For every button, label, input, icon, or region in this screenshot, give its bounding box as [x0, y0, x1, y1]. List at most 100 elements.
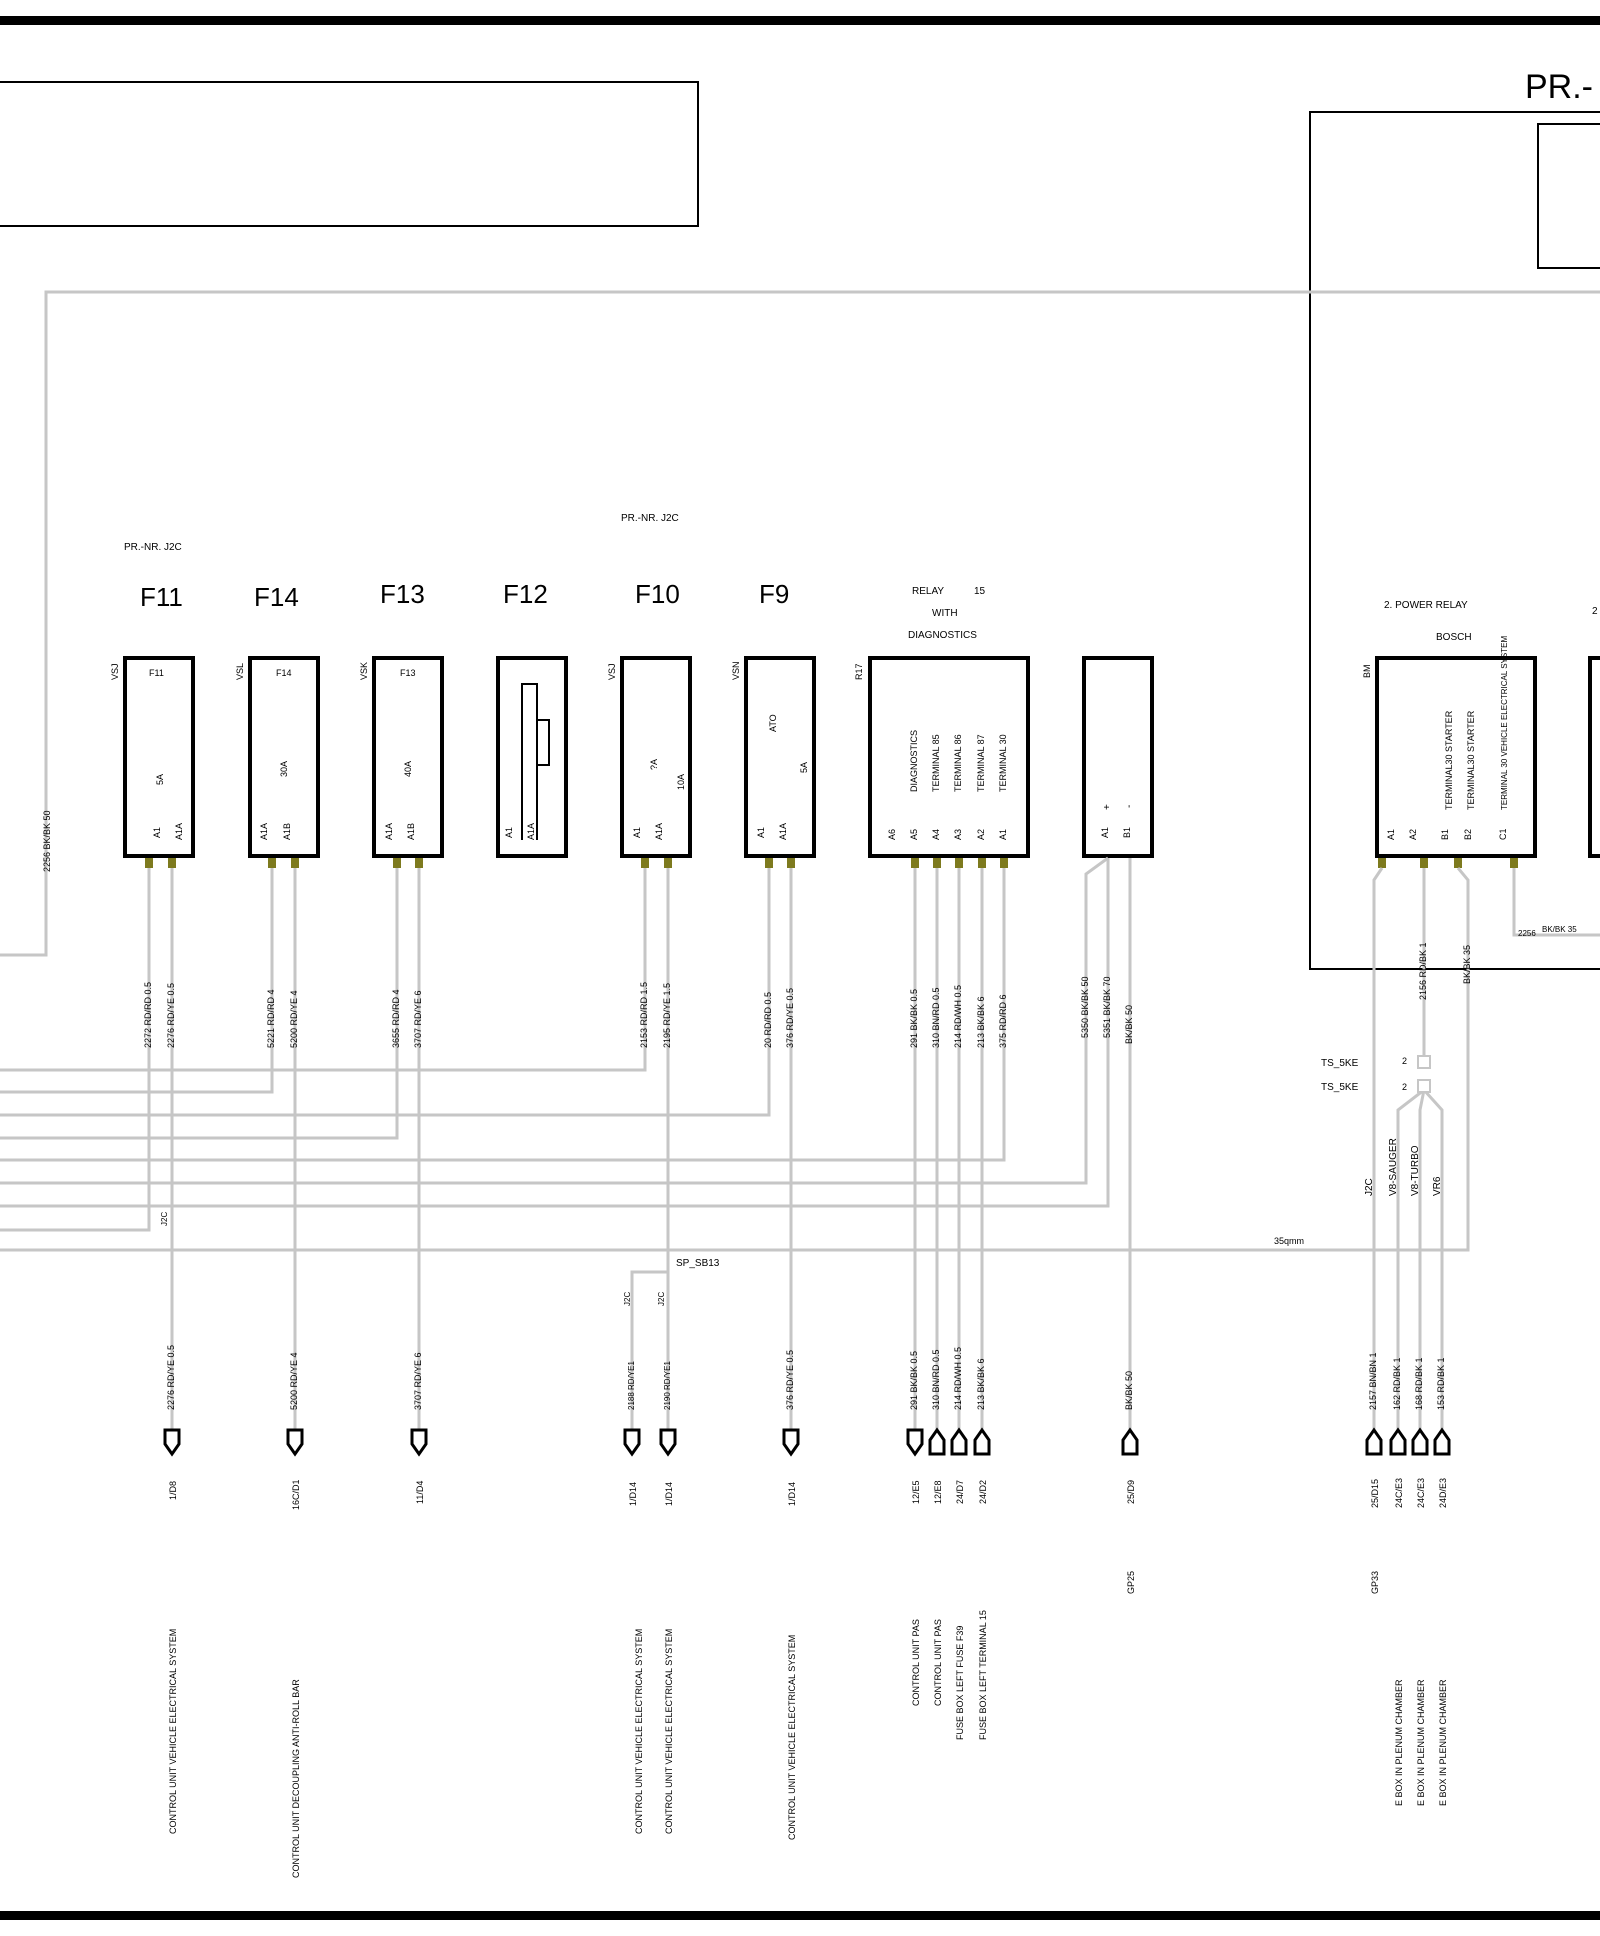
- fuse-f10[interactable]: [620, 656, 692, 858]
- plug-connector[interactable]: [286, 1428, 304, 1457]
- plug-connector[interactable]: [782, 1428, 800, 1457]
- wire-label: 3707 RD/YE 6: [413, 990, 423, 1048]
- power-relay-bosch[interactable]: [1375, 656, 1537, 858]
- fuse-rating-f14: 30A: [279, 761, 289, 777]
- plug-connector[interactable]: [906, 1428, 924, 1457]
- pin-dot: [978, 858, 986, 868]
- pin-f13-b: A1B: [406, 823, 416, 840]
- gb-sign-plus: +: [1102, 804, 1113, 810]
- ref-label: 11/D4: [415, 1481, 425, 1504]
- power-relay-group-frame: [1309, 111, 1600, 970]
- fuse-rating2-f10: 10A: [676, 774, 686, 790]
- plug-connector[interactable]: [1389, 1427, 1407, 1456]
- relay-fn-1: DIAGNOSTICS: [909, 730, 919, 792]
- component-desc: CONTROL UNIT VEHICLE ELECTRICAL SYSTEM: [634, 1629, 644, 1834]
- fuse-f14[interactable]: [248, 656, 320, 858]
- pr-pin-a1: A1: [1386, 829, 1396, 840]
- wire-5351: [0, 858, 1110, 1208]
- plug-connector[interactable]: [410, 1428, 428, 1457]
- bottom-wire-label: 214 RD/WH 0.5: [953, 1347, 963, 1410]
- plug-connector[interactable]: [659, 1428, 677, 1457]
- pr-pin-a2: A2: [1408, 829, 1418, 840]
- wire-2157: [1372, 867, 1384, 1430]
- ref-label: 1/D14: [787, 1482, 797, 1506]
- component-desc: GP25: [1126, 1571, 1136, 1594]
- fuse-f11[interactable]: [123, 656, 195, 858]
- fuse-inner-f11: F11: [149, 668, 164, 678]
- component-desc: FUSE BOX LEFT TERMINAL 15: [978, 1610, 988, 1740]
- relay-title-1: RELAY: [912, 586, 944, 597]
- bottom-wire-label: 162 RD/BK 1: [1392, 1357, 1402, 1410]
- plug-connector[interactable]: [950, 1427, 968, 1456]
- fuse-label-f11: F11: [140, 582, 183, 612]
- j2c-label-f10b: J2C: [657, 1292, 666, 1306]
- battery-terminal-block[interactable]: [1082, 656, 1154, 858]
- variant-j2c: J2C: [1364, 1178, 1375, 1196]
- pr-nr-label-2: PR.-NR. J2C: [621, 513, 679, 524]
- plug-connector[interactable]: [1411, 1427, 1429, 1456]
- fuse-side-f13: VSK: [359, 662, 369, 680]
- plug-connector[interactable]: [928, 1427, 946, 1456]
- cross-section-label: 35qmm: [1274, 1236, 1304, 1246]
- pin-dot: [1378, 858, 1386, 868]
- wire-153: [1422, 1088, 1444, 1430]
- j2c-label-f11: J2C: [160, 1212, 169, 1226]
- bottom-wire-label: 5200 RD/YE 4: [289, 1352, 299, 1410]
- next-relay-box[interactable]: [1588, 656, 1600, 858]
- plug-connector[interactable]: [163, 1428, 181, 1457]
- wire-label: 2156 RD/BK 1: [1418, 942, 1428, 1000]
- fuse-f13[interactable]: [372, 656, 444, 858]
- plug-connector[interactable]: [973, 1427, 991, 1456]
- wire-162: [1396, 1088, 1425, 1430]
- relay-fn-2: TERMINAL 85: [931, 734, 941, 792]
- fuse-f12[interactable]: [496, 656, 568, 858]
- pin-f10-a: A1: [632, 827, 642, 838]
- wire-2272: [0, 868, 151, 1232]
- plug-connector[interactable]: [623, 1428, 641, 1457]
- pin-f12-a: A1: [504, 827, 514, 838]
- component-desc: CONTROL UNIT VEHICLE ELECTRICAL SYSTEM: [787, 1635, 797, 1840]
- plug-connector[interactable]: [1121, 1427, 1139, 1456]
- wire-label: 20 RD/RD 0.5: [763, 992, 773, 1048]
- ref-label: 1/D8: [168, 1481, 178, 1500]
- plug-connector[interactable]: [1433, 1427, 1451, 1456]
- pin-f13-a: A1A: [384, 823, 394, 840]
- bottom-wire-label: 376 RD/YE 0.5: [785, 1350, 795, 1410]
- group-title-block: [1537, 123, 1600, 269]
- pin-dot: [268, 858, 276, 868]
- fuse-label-f10: F10: [635, 579, 680, 609]
- pr-pin-c1: C1: [1498, 828, 1508, 840]
- fuse-element-f12: [536, 719, 550, 766]
- wire-5221: [0, 868, 274, 1094]
- component-desc: CONTROL UNIT VEHICLE ELECTRICAL SYSTEM: [168, 1629, 178, 1834]
- pin-dot: [1510, 858, 1518, 868]
- variant-v8-turbo: V8-TURBO: [1410, 1145, 1421, 1196]
- fuse-rating-f13: 40A: [403, 761, 413, 777]
- bottom-wire-label: 153 RD/BK 1: [1436, 1357, 1446, 1410]
- wire-5350: [0, 856, 1109, 1185]
- pin-dot: [291, 858, 299, 868]
- wire-2256-right: [1512, 868, 1600, 937]
- ref-label: 24D/E3: [1438, 1478, 1448, 1508]
- relay-fn-5: TERMINAL 30: [998, 734, 1008, 792]
- bottom-wire-label: 291 BK/BK 0.5: [909, 1351, 919, 1410]
- component-desc: E BOX IN PLENUM CHAMBER: [1416, 1679, 1426, 1806]
- pr-func-3: TERMINAL 30 VEHICLE ELECTRICAL SYSTEM: [1500, 636, 1509, 810]
- ref-label: 12/E8: [933, 1480, 943, 1504]
- gb-pin-a1: A1: [1100, 827, 1110, 838]
- fuse-rating-f11: 5A: [155, 774, 165, 785]
- pin-dot: [765, 858, 773, 868]
- ref-label: 16C/D1: [291, 1479, 301, 1510]
- plug-connector[interactable]: [1365, 1427, 1383, 1456]
- relay-fn-4: TERMINAL 87: [976, 734, 986, 792]
- relay-title-num: 15: [974, 586, 986, 597]
- pin-dot: [955, 858, 963, 868]
- fuse-f9[interactable]: [744, 656, 816, 858]
- wire-label: 5221 RD/RD 4: [266, 989, 276, 1048]
- pin-dot: [1420, 858, 1428, 868]
- relay-15[interactable]: [868, 656, 1030, 858]
- bottom-wire-label: 2157 BN/BN 1: [1368, 1352, 1378, 1410]
- bottom-wire-label: 310 BN/RD 0.5: [931, 1349, 941, 1410]
- pin-dot: [641, 858, 649, 868]
- fuse-rating-f9: 5A: [799, 762, 809, 773]
